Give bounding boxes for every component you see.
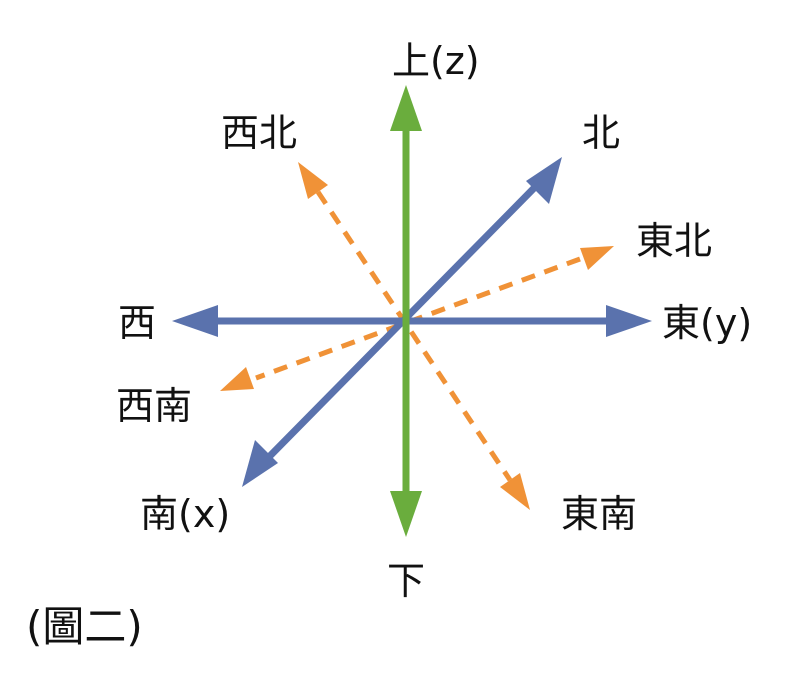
figure-caption: (圖二) <box>26 602 143 651</box>
west-label: 西 <box>118 301 157 345</box>
down-arrowhead <box>390 491 422 537</box>
east-label: 東(y) <box>662 301 753 345</box>
east-arrowhead <box>606 305 652 337</box>
west-arrowhead <box>172 305 218 337</box>
north-south-axis <box>261 179 543 465</box>
north-label: 北 <box>582 111 621 155</box>
down-label: 下 <box>387 559 426 603</box>
north-arrowhead <box>526 157 562 204</box>
southwest-arrowhead <box>220 367 254 391</box>
up-label: 上(z) <box>392 39 480 83</box>
south-arrowhead <box>242 440 278 487</box>
northeast-label: 東北 <box>636 219 713 263</box>
northwest-label: 西北 <box>221 111 298 155</box>
northeast-arrowhead <box>580 246 614 270</box>
southeast-label: 東南 <box>561 492 638 536</box>
northwest-arrowhead <box>298 162 328 199</box>
northwest-southeast-dashed-line <box>315 190 513 482</box>
southeast-arrowhead <box>500 473 530 510</box>
south-label: 南(x) <box>140 492 231 536</box>
up-arrowhead <box>390 85 422 131</box>
southwest-label: 西南 <box>116 384 193 428</box>
